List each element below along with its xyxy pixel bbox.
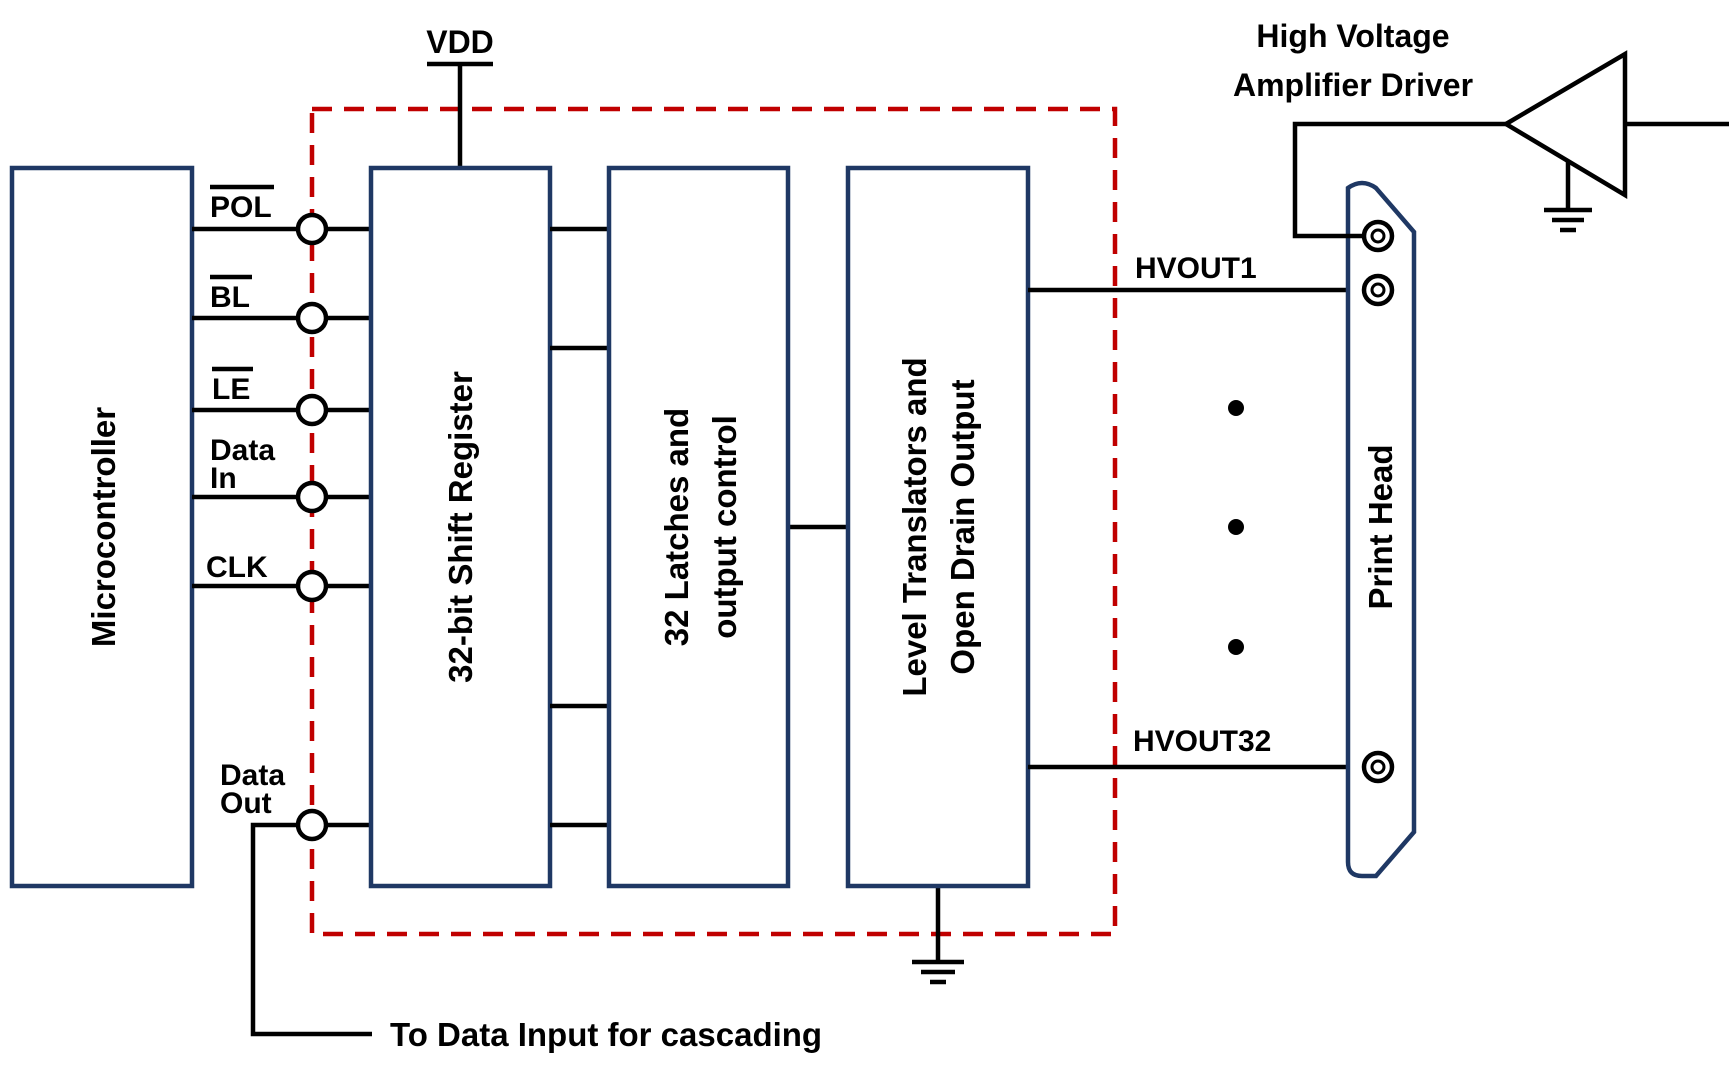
internal-bus bbox=[550, 226, 848, 828]
level-translators-label-line1: Level Translators and bbox=[896, 357, 933, 696]
amplifier-feed-wire bbox=[1292, 121, 1506, 239]
data-out-label-line2: Out bbox=[220, 787, 272, 820]
print-head-label: Print Head bbox=[1362, 444, 1399, 609]
pin-data-in bbox=[295, 480, 329, 514]
data-in-label-line2: In bbox=[210, 462, 237, 495]
latches-block bbox=[606, 165, 791, 889]
vdd-label: VDD bbox=[426, 24, 494, 60]
shift-register-label: 32-bit Shift Register bbox=[442, 371, 479, 683]
pin-bl bbox=[295, 301, 329, 335]
print-head-block bbox=[1345, 180, 1417, 879]
data-out-label-line1: Data bbox=[220, 759, 285, 792]
hvout1-label: HVOUT1 bbox=[1135, 252, 1257, 285]
hv-driver-label-line1: High Voltage bbox=[1256, 18, 1449, 54]
pin-data-out bbox=[295, 808, 329, 842]
bl-label: BL bbox=[210, 281, 250, 314]
latches-label-line1: 32 Latches and bbox=[658, 408, 695, 646]
vdd-supply: VDD bbox=[426, 24, 494, 168]
amplifier-symbol bbox=[1501, 50, 1729, 233]
microcontroller-block bbox=[9, 165, 195, 889]
print-head-connectors bbox=[1361, 219, 1395, 784]
pin-pol bbox=[295, 212, 329, 246]
level-translators-label-line2: Open Drain Output bbox=[944, 379, 981, 674]
ground-symbol bbox=[912, 886, 964, 985]
clk-label: CLK bbox=[206, 551, 268, 584]
cascade-label: To Data Input for cascading bbox=[390, 1016, 822, 1053]
ellipsis-dots bbox=[1228, 400, 1244, 655]
hvout32-label: HVOUT32 bbox=[1133, 725, 1271, 758]
input-wires bbox=[192, 226, 371, 589]
pol-label: POL bbox=[210, 191, 272, 224]
pin-clk bbox=[295, 569, 329, 603]
pin-circles bbox=[295, 212, 329, 842]
chip-boundary bbox=[309, 106, 1118, 937]
le-label: LE bbox=[212, 373, 250, 406]
shift-register-block bbox=[368, 165, 553, 889]
pin-le bbox=[295, 393, 329, 427]
data-in-label-line1: Data bbox=[210, 434, 275, 467]
latches-label-line2: output control bbox=[706, 415, 743, 639]
microcontroller-label: Microcontroller bbox=[85, 407, 122, 647]
hv-driver-label-line2: Amplifier Driver bbox=[1233, 67, 1473, 103]
level-translators-block bbox=[845, 165, 1031, 889]
